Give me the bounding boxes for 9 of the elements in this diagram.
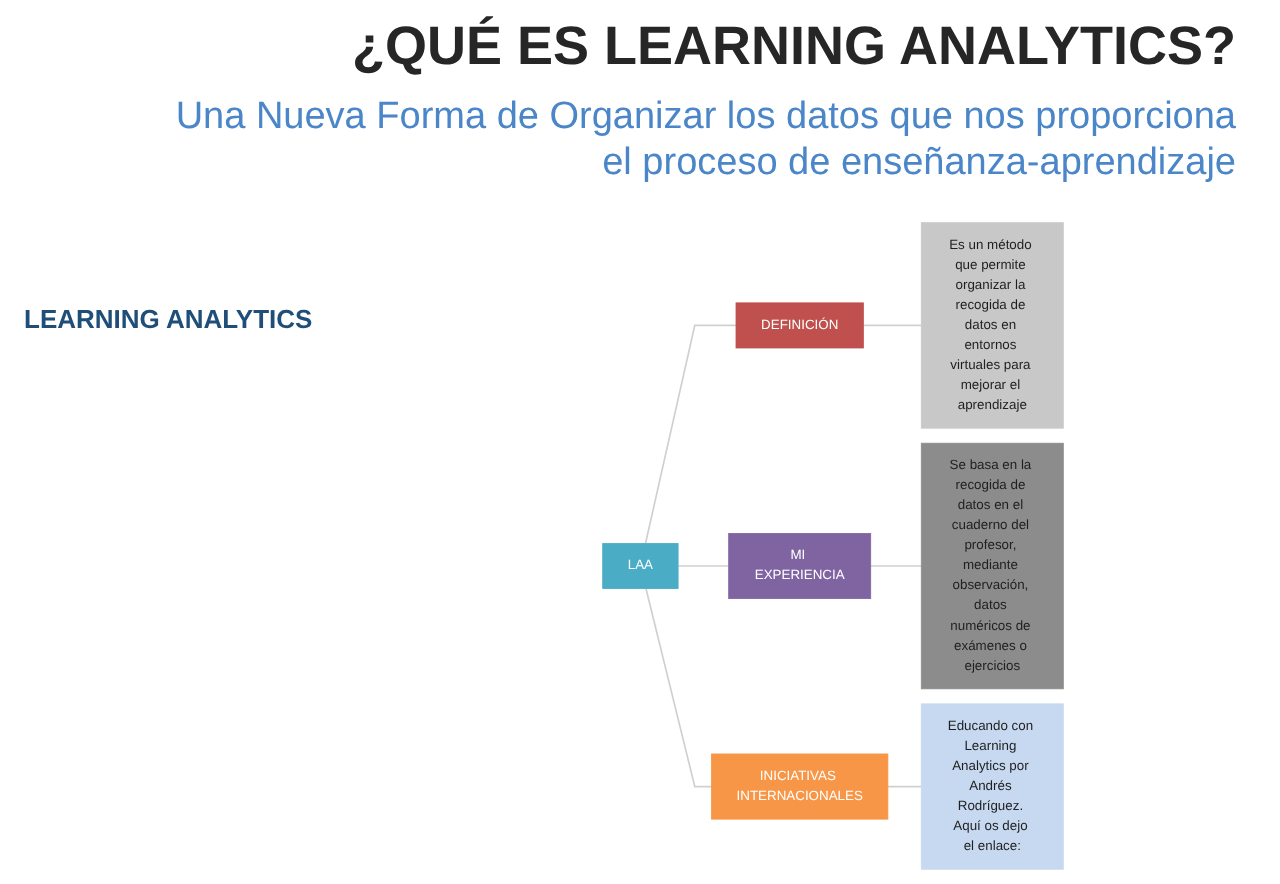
connector: [643, 324, 736, 545]
connector: [861, 324, 922, 327]
side-label: LEARNING ANALYTICS: [24, 304, 313, 334]
connector: [676, 565, 729, 567]
connector: [886, 785, 922, 788]
subtitle: Una Nueva Forma de Organizar los datos que nos proporciona el proceso de enseñanza-aprendizaje: [173, 96, 1236, 188]
connector: [644, 587, 712, 788]
title: ¿QUÉ ES LEARNING ANALYTICS?: [351, 16, 1236, 78]
connector: [868, 565, 922, 567]
